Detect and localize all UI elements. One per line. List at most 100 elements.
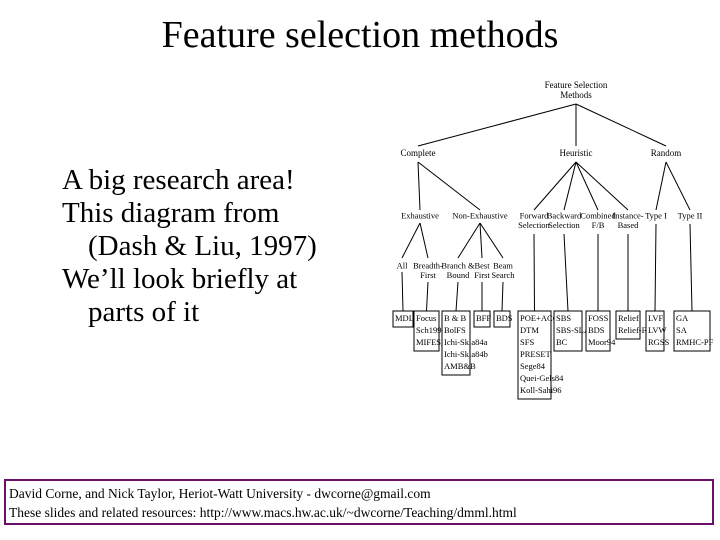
leaf-node-4-line-0: BDS <box>496 313 513 323</box>
leaf-node-1-box <box>413 310 440 352</box>
node-level2-4-line-1: F/B <box>592 220 605 230</box>
node-level2-4-line-0: Combined <box>580 211 616 221</box>
leaf-node-7: FOSS BDS Moor94 <box>588 313 616 347</box>
leaf-node-7-line-1: BDS <box>588 325 605 335</box>
edge-level2-6 <box>655 161 667 211</box>
leaf-node-2-box <box>441 310 471 376</box>
leaf-node-1-line-0: Focus <box>416 313 436 323</box>
edge-level3-0 <box>401 222 421 259</box>
leaf-node-5-line-5: Quei-Gels84 <box>520 373 564 383</box>
node-level2-2-line-0: Forward <box>520 211 550 221</box>
bullet-3-continuation: parts of it <box>88 296 200 328</box>
edge-leaf-5 <box>533 233 535 312</box>
leaf-node-2-line-3: Ichi-Skla84b <box>444 349 488 359</box>
edge-leaf-2 <box>455 281 459 312</box>
node-level2-5-line-0: Instance- <box>612 211 643 221</box>
leaf-node-2-line-2: Ichi-Skla84a <box>444 337 488 347</box>
leaf-node-10-line-0: GA <box>676 313 689 323</box>
leaf-node-6-line-2: BC <box>556 337 568 347</box>
leaf-node-6-line-0: SBS <box>556 313 571 323</box>
leaf-node-1-line-1: Sch1993 <box>416 325 446 335</box>
node-level3-0-line-0: All <box>397 261 409 271</box>
node-level1-1: Heuristic <box>560 148 593 158</box>
leaf-node-9-line-2: RGSS <box>648 337 670 347</box>
node-level2-2-line-1: Selection <box>518 220 550 230</box>
node-level2-6: Type I <box>645 211 667 221</box>
leaf-node-8-line-1: Relief-F <box>618 325 647 335</box>
bullet-3: We’ll look briefly at <box>62 263 298 295</box>
leaf-node-5-line-2: SFS <box>520 337 534 347</box>
node-level1-0: Complete <box>401 148 436 158</box>
leaf-node-0-line-0: MDLM <box>395 313 422 323</box>
edge-level3-2 <box>457 222 481 259</box>
leaf-node-4-box <box>493 310 511 328</box>
node-level3-1-line-0: Breadth- <box>413 261 443 271</box>
bullet-2: This diagram from <box>62 197 280 229</box>
bullet-2-continuation: (Dash & Liu, 1997) <box>88 230 317 262</box>
edge-level3-3 <box>479 222 483 259</box>
leaf-node-5-line-6: Koll-Sahi96 <box>520 385 562 395</box>
leaf-node-3-line-0: BFF <box>476 313 491 323</box>
node-level2-3-line-1: Selection <box>548 220 580 230</box>
edge-leaf-4 <box>501 281 504 312</box>
node-level2-1: Non-Exhaustive <box>452 211 507 221</box>
node-root-line-1: Methods <box>560 90 592 100</box>
node-level1-0-line-0: Complete <box>401 148 436 158</box>
node-level3-1: Breadth-First <box>413 261 443 281</box>
node-level2-7-line-0: Type II <box>678 211 703 221</box>
edge-leaf-10 <box>689 223 693 312</box>
node-level3-3-line-0: Best <box>474 261 490 271</box>
footer-box: David Corne, and Nick Taylor, Heriot-Wat… <box>4 479 714 525</box>
edge-level2-0 <box>417 161 421 211</box>
footer-resources-line[interactable]: These slides and related resources: http… <box>9 505 517 520</box>
leaf-node-1-line-2: MIFES_1 <box>416 337 450 347</box>
node-level3-2: Branch &Bound <box>441 261 475 281</box>
node-level1-1-line-0: Heuristic <box>560 148 593 158</box>
leaf-node-2-line-1: BolFS <box>444 325 466 335</box>
leaf-node-10-box <box>673 310 711 352</box>
edge-root-complete <box>417 103 577 147</box>
node-level2-0-line-0: Exhaustive <box>401 211 439 221</box>
edge-leaf-6 <box>563 233 569 312</box>
node-level2-3-line-0: Backward <box>547 211 582 221</box>
leaf-node-6-box <box>553 310 583 352</box>
edge-level2-3 <box>563 161 577 211</box>
bullet-1: A big research area! <box>62 164 295 196</box>
node-level3-2-line-0: Branch & <box>441 261 475 271</box>
leaf-node-8-box <box>615 310 641 340</box>
node-level3-4-line-0: Beam <box>493 261 513 271</box>
edge-level2-2 <box>533 161 577 211</box>
node-level1-2-line-0: Random <box>651 148 682 158</box>
leaf-node-0: MDLM <box>395 313 422 323</box>
leaf-node-10-line-2: RMHC-PF1 <box>676 337 714 347</box>
leaf-node-7-line-2: Moor94 <box>588 337 616 347</box>
edge-level2-1 <box>417 161 481 211</box>
edge-level3-1 <box>419 222 429 259</box>
node-level3-4-line-1: Search <box>491 270 515 280</box>
node-level2-5: Instance-Based <box>612 211 643 231</box>
node-level2-1-line-0: Non-Exhaustive <box>452 211 507 221</box>
node-level2-5-line-1: Based <box>618 220 640 230</box>
bullet-list: A big research area! This diagram from (… <box>62 164 382 329</box>
leaf-node-9-line-1: LVW <box>648 325 667 335</box>
leaf-node-5-line-4: Sege84 <box>520 361 546 371</box>
slide-title: Feature selection methods <box>161 14 559 56</box>
edge-level2-5 <box>575 161 629 211</box>
node-level2-7: Type II <box>678 211 703 221</box>
node-level3-0: All <box>397 261 409 271</box>
edge-level3-4 <box>479 222 504 259</box>
leaf-node-7-line-0: FOSS <box>588 313 609 323</box>
edge-leaf-0 <box>401 271 404 312</box>
